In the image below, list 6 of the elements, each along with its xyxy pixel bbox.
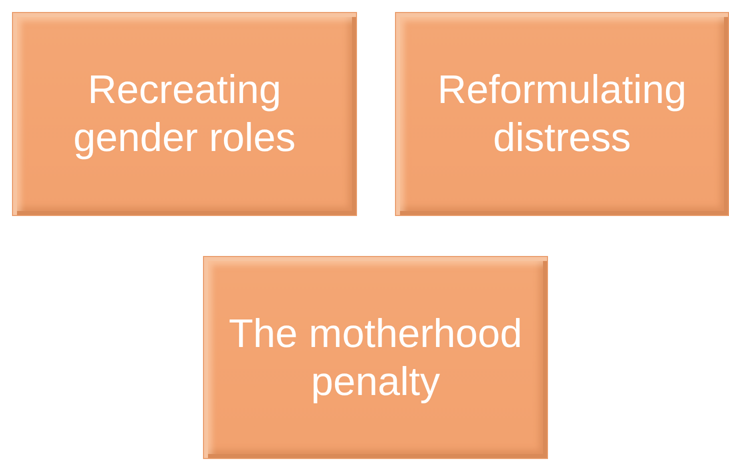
box-label: Recreating gender roles xyxy=(72,67,297,162)
topic-box xyxy=(12,12,357,216)
box-label: Reformulating distress xyxy=(436,67,688,162)
topic-box xyxy=(395,12,729,216)
topic-box xyxy=(203,256,548,459)
box-label: The motherhood penalty xyxy=(228,310,524,406)
